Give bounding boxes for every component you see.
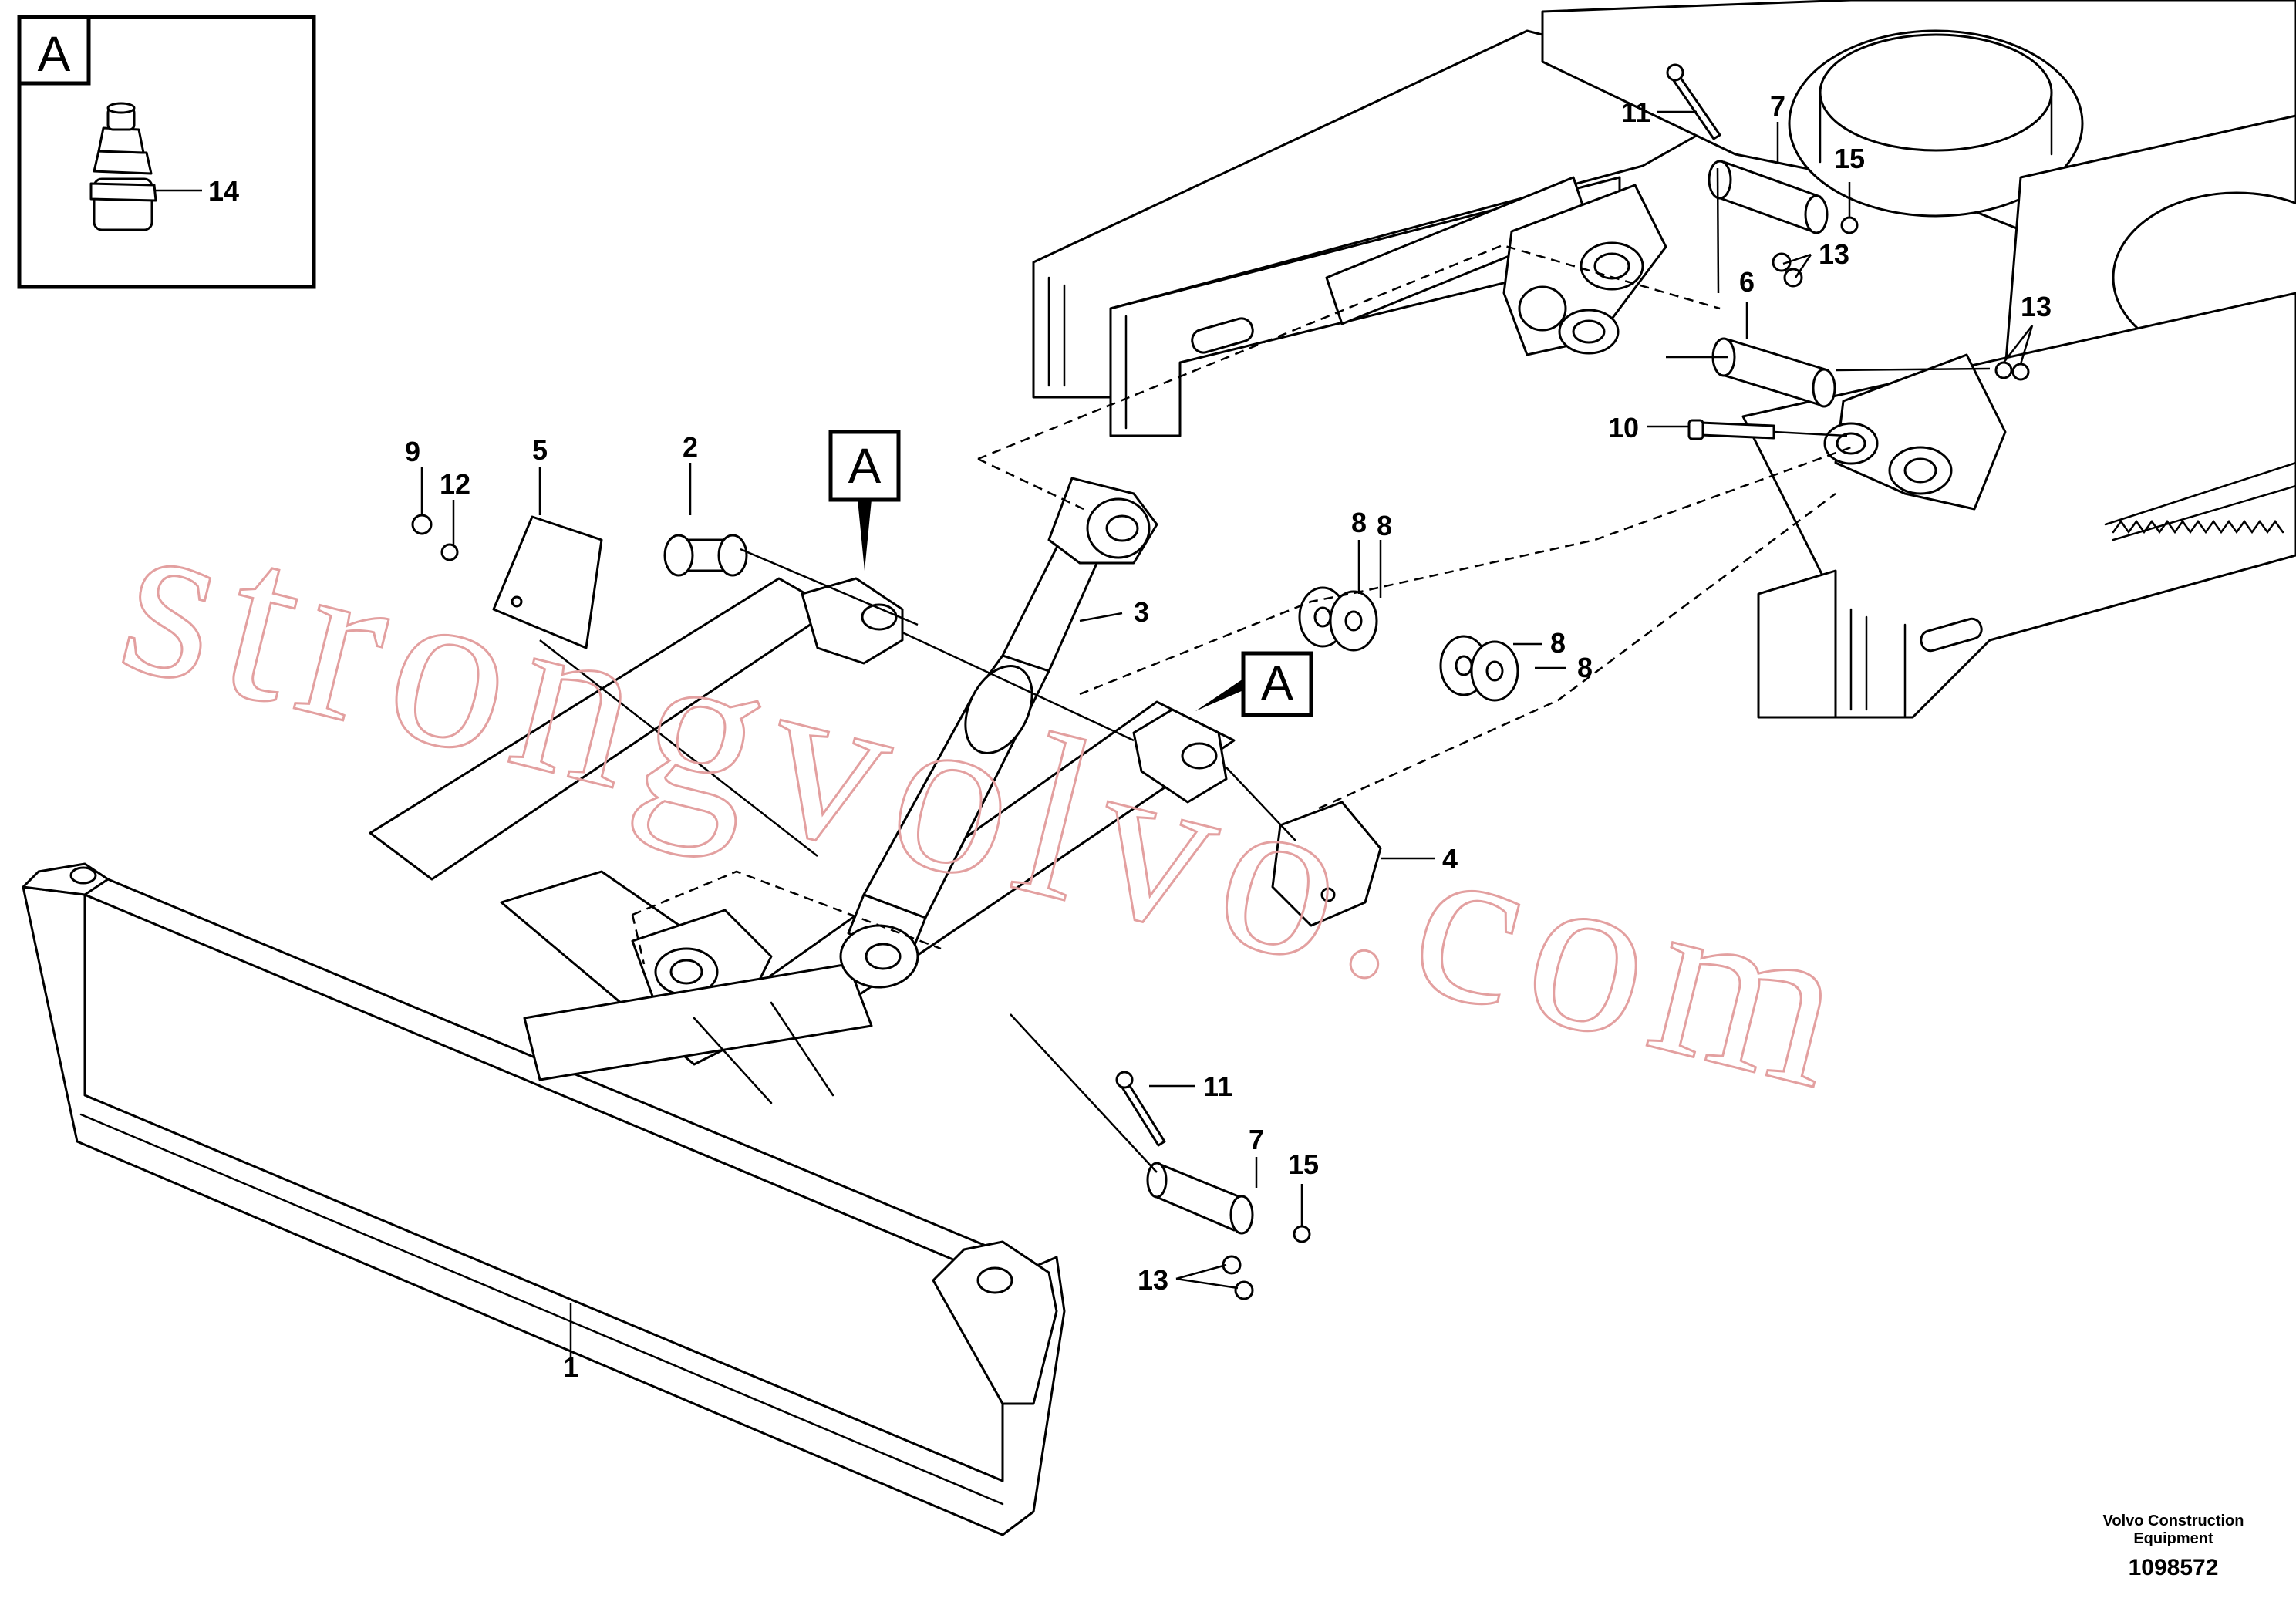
callout-leaders [420,110,2034,1357]
detail-a-label: A [38,26,71,82]
mounting-bracket-right [1132,708,1228,804]
callout-8-a: 8 [1351,507,1367,538]
callout-10: 10 [1608,412,1639,443]
pin-7-lower [1146,1162,1254,1235]
view-a-marker-1: A [828,430,901,571]
cover-plate-5 [492,515,603,649]
callout-6: 6 [1739,266,1755,298]
callout-13-c: 13 [1138,1264,1168,1296]
callout-numbers: 1 2 3 4 5 6 7 7 8 8 8 8 9 10 11 11 12 13… [405,90,2052,1383]
callout-7-upper: 7 [1770,90,1785,122]
pin-7-upper [1708,160,1829,234]
mounting-bracket-left [801,577,904,665]
cover-plate-4 [1271,801,1382,927]
pin-6 [1711,337,1836,408]
callout-5: 5 [532,434,548,466]
callout-12: 12 [440,468,470,500]
assembly-lines [539,167,1991,1173]
view-a-label-1: A [848,438,882,494]
shim-washers-8-left [1298,586,1378,652]
callout-11-lower: 11 [1203,1071,1232,1102]
bushing-2 [663,534,748,577]
callout-9: 9 [405,436,420,467]
footer: Volvo Construction Equipment 1098572 [2103,1512,2244,1580]
callout-4: 4 [1442,843,1458,875]
callout-8-b: 8 [1377,510,1392,541]
view-a-label-2: A [1261,656,1294,711]
callout-1: 1 [563,1351,578,1383]
lock-pin-11-upper [1666,63,1721,140]
callout-7-lower: 7 [1249,1124,1264,1155]
grease-nipple-15 [1293,216,1859,1243]
dozer-cylinder [839,477,1158,989]
callout-13-b: 13 [2021,291,2052,322]
callout-8-c: 8 [1550,627,1566,659]
undercarriage-frame [1032,0,2296,719]
lock-pin-11-lower [1115,1071,1166,1147]
watermark: strongvolvo.com [100,463,1880,1140]
callout-15-lower: 15 [1288,1148,1319,1180]
shim-washers-8-right [1439,635,1519,702]
footer-company-line1: Volvo Construction [2103,1512,2244,1529]
grease-nipple-icon [89,102,157,231]
bolt-10 [1687,419,1775,440]
washer-12 [440,543,459,561]
callout-13-a: 13 [1819,238,1849,270]
figure-id: 1098572 [2129,1555,2219,1580]
callout-11-upper: 11 [1621,96,1650,128]
footer-company-line2: Equipment [2133,1530,2213,1547]
callout-15-upper: 15 [1834,143,1865,174]
view-a-marker-2: A [1195,651,1313,717]
callout-8-d: 8 [1577,652,1593,683]
callout-14: 14 [208,175,239,207]
detail-a-inset: A 14 [17,15,316,289]
callout-3: 3 [1134,596,1149,628]
callout-2: 2 [683,431,698,463]
